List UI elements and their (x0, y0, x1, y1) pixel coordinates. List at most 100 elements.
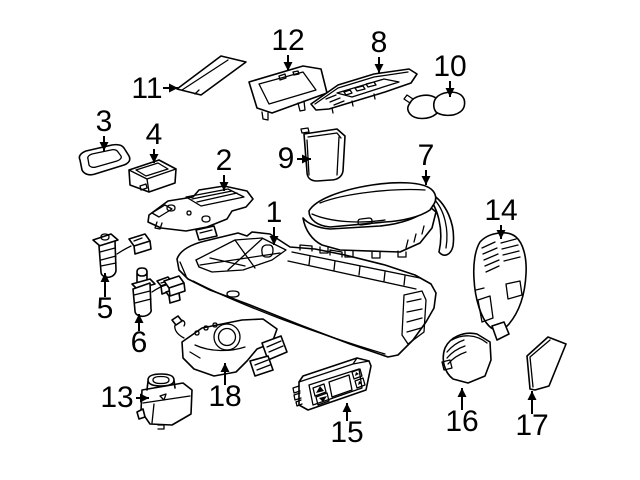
vent-lower-block (475, 287, 494, 323)
bracket16-slats (446, 335, 488, 365)
switch-screen (328, 374, 353, 398)
lid-outline (176, 55, 247, 96)
part-10-cupholder-divider-illustration (403, 91, 466, 120)
switch-top-edge (298, 357, 370, 383)
switch-btn-small1 (351, 368, 363, 380)
callout-5-number[interactable]: 5 (97, 292, 114, 325)
callout-18[interactable]: 18 (208, 363, 242, 413)
console-top-rail (287, 251, 421, 290)
plate18-flap2 (249, 355, 274, 377)
part-1-console-body-illustration (176, 231, 437, 358)
blower-tab (136, 408, 146, 420)
console-end-panel (401, 290, 427, 345)
cover-outline (526, 336, 567, 391)
part-4-storage-bin-illustration (128, 159, 177, 193)
lid-crease (181, 59, 229, 95)
frame-inner (258, 71, 317, 105)
outlet6-knob (136, 267, 148, 283)
console-cubby (261, 244, 274, 258)
plate18-outline (181, 318, 278, 377)
callout-9-number[interactable]: 9 (278, 142, 295, 175)
callout-10-number[interactable]: 10 (433, 50, 466, 83)
callout-13-number[interactable]: 13 (100, 381, 133, 414)
switch-btn-up-glyph (316, 386, 324, 393)
callout-7-number[interactable]: 7 (418, 139, 435, 172)
plate-switch-pod (336, 78, 400, 98)
callout-1-number[interactable]: 1 (266, 196, 283, 229)
console-rail-tabs (299, 244, 343, 258)
part-7-armrest-illustration (302, 181, 455, 259)
switch-btn-up (312, 383, 327, 397)
callout-5[interactable]: 5 (97, 273, 114, 325)
callout-4[interactable]: 4 (146, 118, 163, 163)
vent-slats-left (481, 241, 500, 273)
console-side-crease (179, 259, 386, 355)
callout-14[interactable]: 14 (484, 194, 518, 239)
callout-3-number[interactable]: 3 (96, 105, 113, 138)
vent-outline (472, 232, 527, 331)
blower-body-lines (142, 393, 191, 430)
callout-17-number[interactable]: 17 (515, 409, 548, 442)
bracket-wing (151, 204, 173, 230)
part-16-lower-bracket-illustration (441, 332, 492, 384)
plate18-flap1 (261, 335, 288, 361)
part-18-base-plate-illustration (171, 315, 288, 377)
outlet5-knob (100, 233, 110, 241)
callout-11-number[interactable]: 11 (131, 72, 162, 105)
callout-6-number[interactable]: 6 (131, 326, 148, 359)
outlet6-bands (133, 290, 152, 304)
outlet5-bands (99, 247, 117, 267)
bracket-tab-line (199, 229, 213, 234)
plate18-inner (189, 344, 246, 359)
callout-13[interactable]: 13 (100, 381, 149, 414)
callout-8[interactable]: 8 (371, 26, 388, 73)
part-14-rear-vent-panel-illustration (472, 232, 527, 341)
outlet5-connector-line (133, 237, 143, 242)
blower-body (140, 382, 193, 426)
callout-15[interactable]: 15 (330, 403, 364, 449)
bin4-rim (128, 162, 177, 193)
plate-feet (331, 93, 376, 114)
switch-btn-down-glyph (319, 396, 327, 402)
callout-2-number[interactable]: 2 (216, 144, 233, 177)
bin9-tab (300, 127, 310, 134)
vent-foot (491, 321, 510, 341)
callout-7[interactable]: 7 (418, 139, 435, 185)
divider-tab (403, 94, 414, 104)
vent-opening (505, 280, 523, 300)
plate18-ring-inner (217, 327, 237, 347)
callout-15-number[interactable]: 15 (330, 416, 363, 449)
part-6-power-outlet-illustration (131, 267, 186, 318)
vent-slats-right (500, 238, 521, 262)
callout-12-number[interactable]: 12 (271, 24, 304, 57)
callout-11[interactable]: 11 (131, 72, 178, 105)
bracket16-notch (441, 359, 453, 371)
plate-edge (314, 71, 409, 105)
part-3-rubber-tray-illustration (78, 143, 131, 176)
callout-6[interactable]: 6 (131, 314, 148, 359)
callout-9[interactable]: 9 (278, 142, 311, 175)
blower-neck-inner (152, 375, 170, 385)
callout-14-number[interactable]: 14 (484, 194, 517, 227)
callout-1[interactable]: 1 (266, 196, 283, 245)
outlet6-wire (151, 284, 167, 293)
plate18-holes (194, 322, 218, 336)
callout-16[interactable]: 16 (445, 388, 479, 438)
callout-16-number[interactable]: 16 (445, 405, 478, 438)
part-11-lid-panel-illustration (176, 55, 247, 96)
plate18-flap1-hatch (266, 340, 284, 353)
callout-18-number[interactable]: 18 (208, 380, 241, 413)
callout-3[interactable]: 3 (96, 105, 113, 151)
callout-17[interactable]: 17 (515, 391, 549, 442)
callout-12[interactable]: 12 (271, 24, 305, 71)
callout-10[interactable]: 10 (433, 50, 467, 97)
switch-btn-down (315, 392, 330, 406)
plate18-flap2-hatch (254, 359, 271, 371)
switch-btn-small2 (354, 377, 366, 389)
callout-2[interactable]: 2 (216, 144, 233, 191)
plate18-wire-connector (171, 315, 183, 326)
callout-8-number[interactable]: 8 (371, 26, 388, 59)
callout-4-number[interactable]: 4 (146, 118, 163, 151)
